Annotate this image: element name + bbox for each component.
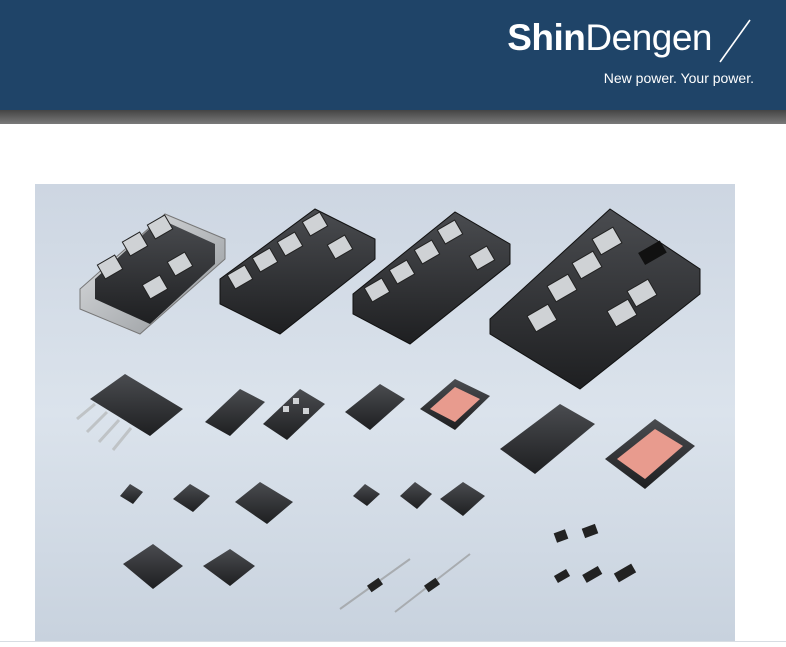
transistor-large-2 bbox=[440, 482, 485, 516]
logo-slash-icon bbox=[719, 19, 751, 63]
shindengen-logo[interactable]: ShinDengen New power. Your power. bbox=[507, 16, 758, 96]
bottom-divider bbox=[0, 641, 786, 642]
transistor-large-1 bbox=[235, 482, 293, 524]
logo-tagline: New power. Your power. bbox=[603, 70, 754, 86]
sip-pad-module bbox=[420, 379, 490, 430]
transistor-small-3 bbox=[353, 484, 380, 506]
power-module-4 bbox=[489, 208, 701, 390]
logo-light-text: Dengen bbox=[585, 17, 712, 58]
dip-package-1 bbox=[205, 389, 265, 436]
bridge-rectifier bbox=[76, 374, 183, 451]
transistor-small-1 bbox=[120, 484, 143, 504]
ipm-pins-1 bbox=[500, 404, 595, 474]
transistor-small-4 bbox=[400, 482, 432, 509]
sip-module bbox=[345, 384, 405, 430]
ipm-pins-2 bbox=[605, 419, 695, 489]
transistor-small-2 bbox=[173, 484, 210, 512]
axial-diode-2 bbox=[394, 553, 471, 613]
dip-package-2 bbox=[263, 389, 325, 440]
smd-parts bbox=[553, 523, 637, 583]
bridge-small-1 bbox=[123, 544, 183, 589]
axial-diode-1 bbox=[339, 558, 411, 610]
power-module-1 bbox=[79, 213, 226, 335]
product-lineup-image bbox=[35, 184, 735, 642]
bridge-small-2 bbox=[203, 549, 255, 586]
power-module-3 bbox=[352, 211, 511, 345]
logo-wordmark: ShinDengen bbox=[507, 16, 712, 60]
power-module-2 bbox=[219, 208, 376, 335]
components-illustration bbox=[76, 208, 701, 613]
logo-bold-text: Shin bbox=[507, 17, 586, 58]
header-divider-bar bbox=[0, 110, 786, 124]
site-header: ShinDengen New power. Your power. bbox=[0, 0, 786, 110]
